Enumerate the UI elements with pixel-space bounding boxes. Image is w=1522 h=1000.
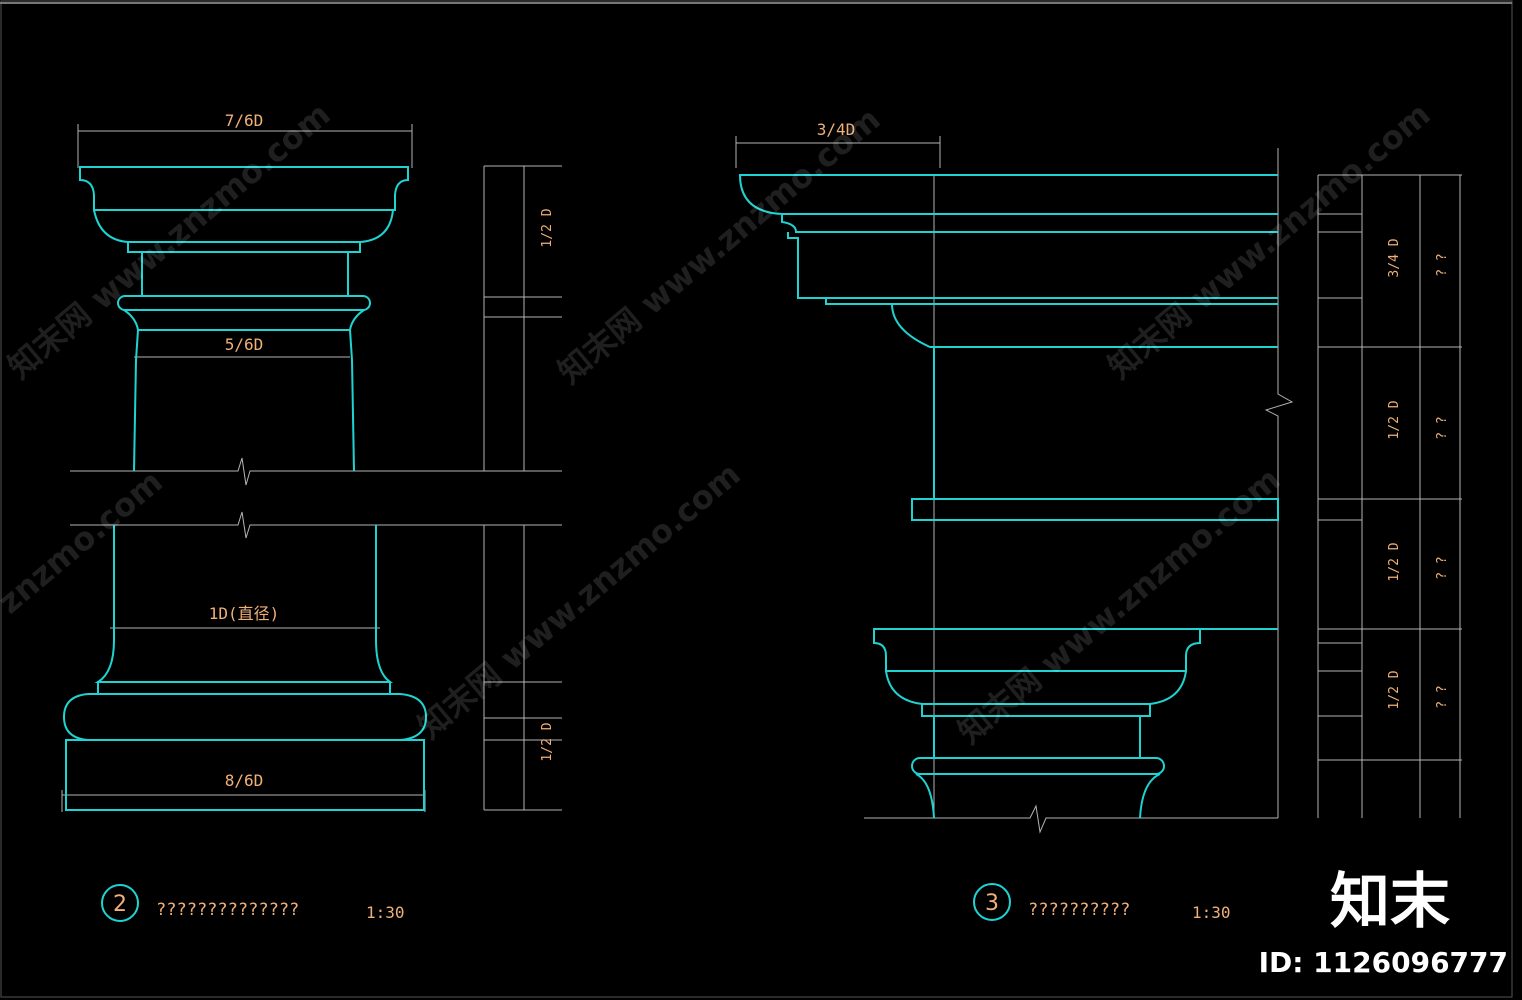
left-dim-top: 7/6D: [225, 111, 264, 130]
left-column-drawing: 7/6D 5/6D 1D(直径) 8/6D 1/2 D 1/2 D 2 ????…: [61, 111, 562, 922]
brand-id: ID: 1126096777: [1259, 946, 1508, 979]
left-drawing-title: ??????????????: [156, 900, 299, 920]
left-dim-neck: 5/6D: [225, 335, 264, 354]
watermark-4: 知末网 www.znzmo.com: [411, 455, 748, 746]
left-dim-base: 8/6D: [225, 771, 264, 790]
right-drawing-title: ??????????: [1028, 900, 1130, 920]
right-drawing-number-circle: [973, 883, 1011, 921]
left-drawing-number: 2: [113, 892, 127, 917]
right-side-label-4: 1/2 D: [1387, 670, 1402, 709]
left-drawing-number-circle: [101, 884, 139, 922]
right-side-mark-1: ? ?: [1435, 253, 1450, 276]
watermark-layer: 知末网 www.znzmo.com 知末网 www.znzmo.com 知末网 …: [0, 95, 1438, 751]
left-guides: [61, 124, 562, 812]
right-dim-top: 3/4D: [817, 120, 856, 139]
left-drawing-scale: 1:30: [366, 903, 405, 922]
right-entablature-outline: [738, 174, 1279, 819]
right-side-label-1: 3/4 D: [1387, 238, 1402, 277]
left-column-outline: [62, 166, 428, 811]
right-side-mark-2: ? ?: [1435, 416, 1450, 439]
right-side-mark-4: ? ?: [1435, 685, 1450, 708]
watermark-1: 知末网 www.znzmo.com: [1, 95, 338, 386]
right-side-label-3: 1/2 D: [1387, 542, 1402, 581]
right-drawing-number: 3: [985, 891, 999, 916]
right-guides: [735, 136, 1462, 834]
right-side-label-2: 1/2 D: [1387, 400, 1402, 439]
left-side-top-label: 1/2 D: [540, 208, 555, 247]
brand-logo: 知末: [1330, 867, 1450, 937]
watermark-6: znzmo.com: [0, 462, 170, 621]
watermark-5: 知末网 www.znzmo.com: [951, 460, 1288, 751]
left-side-bottom-label: 1/2 D: [540, 722, 555, 761]
left-dim-shaft: 1D(直径): [209, 604, 280, 623]
right-side-mark-3: ? ?: [1435, 556, 1450, 579]
watermark-2: 知末网 www.znzmo.com: [551, 100, 888, 391]
right-entablature-drawing: 3/4D 3/4 D 1/2 D 1/2 D 1/2 D ? ? ? ? ? ?…: [735, 120, 1462, 922]
right-drawing-scale: 1:30: [1192, 903, 1231, 922]
